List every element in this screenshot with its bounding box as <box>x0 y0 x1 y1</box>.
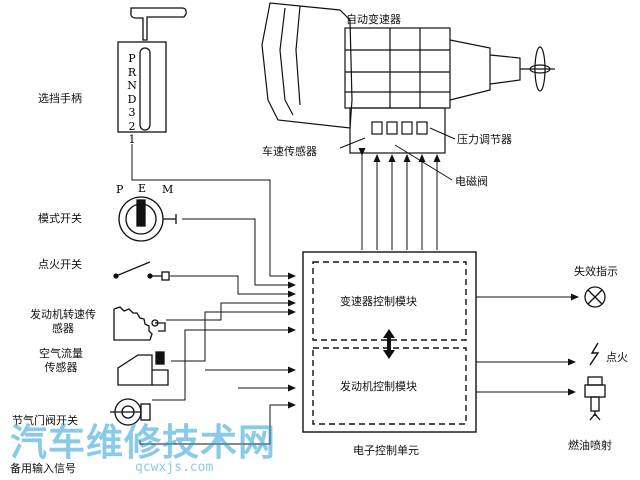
ecm-label: 发动机控制模块 <box>340 380 417 393</box>
solenoid-pointer <box>394 144 453 181</box>
mode-e: E <box>138 182 147 195</box>
fault-lamp-icon <box>584 286 606 308</box>
transmission-icon <box>261 2 555 154</box>
ecm-box <box>312 347 467 425</box>
tcm-box <box>312 261 467 341</box>
mode-switch-icon <box>118 196 177 242</box>
mode-switch-wire <box>182 218 296 289</box>
mode-switch-label: 模式开关 <box>38 212 82 225</box>
solenoid-label: 电磁阀 <box>455 175 488 188</box>
gear-shifter-icon <box>117 7 187 133</box>
backup-input-wire <box>139 401 296 445</box>
ecu-box <box>302 251 477 433</box>
gear-n: N <box>127 79 137 92</box>
shifter-label: 选挡手柄 <box>38 92 82 105</box>
airflow-sensor-label: 空气流量传感器 <box>39 347 83 374</box>
airflow-wire <box>171 308 296 362</box>
gear-d: D <box>127 92 137 106</box>
gear-1: 1 <box>128 133 136 146</box>
throttle-switch-label: 节气门阀开关 <box>12 414 78 427</box>
ecu-label: 电子控制单元 <box>353 444 419 457</box>
pressure-regulator-label: 压力调节器 <box>457 133 512 146</box>
watermark-url: qcwxjs.com <box>135 460 214 475</box>
gear-position-labels: P R N D 3 2 1 <box>125 52 139 147</box>
shifter-link-wire <box>131 144 296 280</box>
tcm-label: 变速器控制模块 <box>340 295 417 308</box>
bidirectional-arrow-icon <box>383 329 395 359</box>
gear-2: 2 <box>128 119 136 133</box>
ignition-switch-label: 点火开关 <box>38 258 82 271</box>
gear-p: P <box>128 52 136 65</box>
mode-p: P <box>116 183 124 196</box>
mode-m: M <box>162 183 174 196</box>
throttle-wire <box>152 326 296 401</box>
backup-input-label: 备用输入信号 <box>10 462 76 475</box>
throttle-switch-icon <box>110 398 151 426</box>
airflow-sensor-icon <box>117 351 169 386</box>
gear-r: R <box>127 65 137 79</box>
speed-sensor-label: 车速传感器 <box>262 145 317 158</box>
ignition-output-label: 点火 <box>606 351 628 364</box>
engine-speed-sensor-label: 发动机转速传感器 <box>30 308 96 335</box>
spark-icon <box>589 342 600 366</box>
ignition-wire <box>170 275 296 298</box>
pressure-regulator-pointer <box>429 127 456 140</box>
injector-label: 燃油喷射 <box>568 439 612 452</box>
injector-icon <box>584 376 606 421</box>
transmission-label: 自动变速器 <box>346 13 401 26</box>
engine-speed-sensor-icon <box>113 306 166 341</box>
speed-sensor-pointer <box>339 137 366 149</box>
watermark-text: 汽车维修技术网 <box>10 421 276 464</box>
fault-indicator-label: 失效指示 <box>574 265 618 278</box>
gear-3: 3 <box>128 106 136 119</box>
ignition-switch-icon <box>113 261 170 281</box>
